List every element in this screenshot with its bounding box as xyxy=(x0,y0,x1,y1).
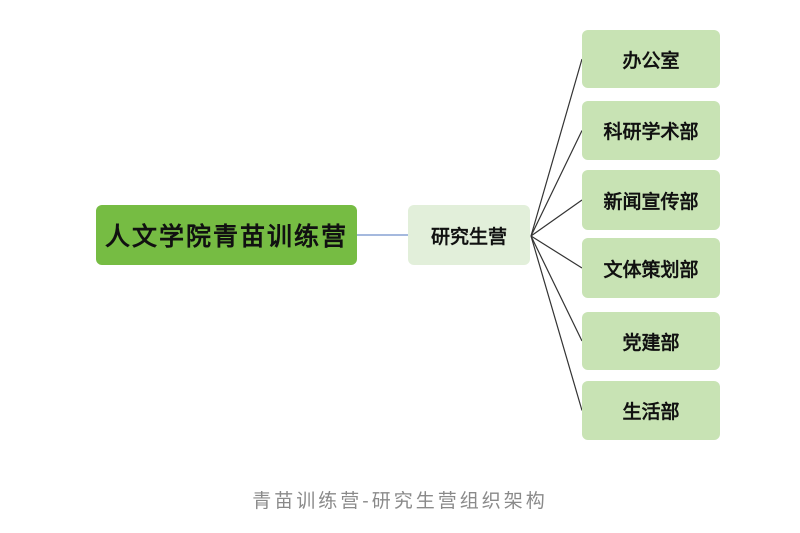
diagram-caption: 青苗训练营-研究生营组织架构 xyxy=(252,490,548,512)
child-node[interactable]: 科研学术部 xyxy=(582,101,720,160)
middle-to-child-link xyxy=(530,235,583,411)
child-node[interactable]: 办公室 xyxy=(582,30,720,88)
middle-to-child-link xyxy=(530,130,583,237)
middle-to-child-link xyxy=(530,235,583,269)
root-node-label: 人文学院青苗训练营 xyxy=(104,222,348,251)
child-node-label: 党建部 xyxy=(622,331,680,354)
child-node-label: 生活部 xyxy=(622,401,680,423)
child-node-label: 科研学术部 xyxy=(603,121,699,143)
middle-to-child-link xyxy=(530,235,583,342)
child-node[interactable]: 文体策划部 xyxy=(582,238,720,298)
middle-node[interactable]: 研究生营 xyxy=(408,205,530,265)
root-node[interactable]: 人文学院青苗训练营 xyxy=(96,205,357,265)
child-node[interactable]: 新闻宣传部 xyxy=(582,170,720,230)
middle-node-label: 研究生营 xyxy=(430,225,507,248)
child-node-label: 新闻宣传部 xyxy=(603,190,699,213)
child-node-label: 办公室 xyxy=(622,49,680,72)
middle-to-child-link xyxy=(530,58,583,237)
child-node[interactable]: 生活部 xyxy=(582,381,720,440)
child-node-label: 文体策划部 xyxy=(603,258,699,281)
child-node[interactable]: 党建部 xyxy=(582,312,720,370)
middle-to-child-link xyxy=(530,199,583,237)
